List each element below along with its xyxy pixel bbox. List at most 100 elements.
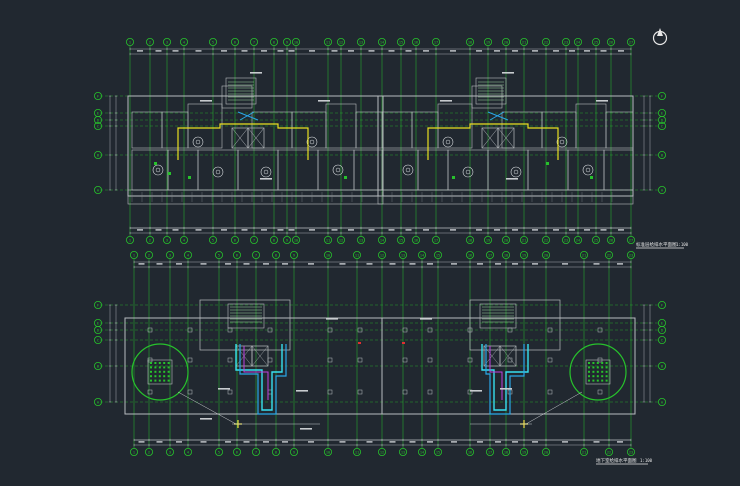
bot-dim-text — [138, 263, 145, 265]
table-fixture — [556, 136, 568, 148]
top-dim-text — [532, 229, 538, 231]
table-fixture — [510, 166, 522, 178]
bot-col-bubble-bottom-label: 14 — [420, 450, 424, 454]
bot-col-bubble-top-label: 9 — [293, 253, 295, 257]
top-col-bubble-bottom: 7 — [249, 235, 258, 244]
detail-tank-grid — [150, 379, 152, 382]
top-col-bubble-bottom: 25 — [592, 235, 601, 244]
top-dim-text — [309, 229, 315, 231]
top-dim-text — [600, 229, 607, 231]
top-col-bubble-bottom: 8 — [269, 235, 278, 244]
top-col-bubble-bottom-circle — [542, 235, 551, 244]
bot-dim-text — [156, 441, 163, 443]
top-col-bubble-bottom: 13 — [356, 235, 365, 244]
bot-col-bubble-top: 13 — [398, 250, 407, 259]
top-col-bubble-bottom-circle — [501, 235, 510, 244]
bot-col-bubble-top-label: 19 — [522, 253, 526, 257]
bot-col-bubble-bottom-label: 11 — [355, 450, 359, 454]
bot-col-bubble-bottom-label: 6 — [236, 450, 238, 454]
top-row-bubble-left-label: D — [97, 118, 99, 122]
annotation-text — [250, 72, 262, 74]
detail-tank-grid — [158, 370, 161, 373]
table-fixture-inner — [513, 169, 519, 175]
room-wall — [417, 149, 449, 191]
bot-col-bubble-bottom: 3 — [165, 447, 174, 456]
top-col-bubble-top: 16 — [411, 38, 420, 47]
bot-col-bubble-bottom: 16 — [465, 447, 474, 456]
table-fixture-inner — [263, 169, 269, 175]
top-col-bubble-top-label: 10 — [294, 40, 298, 44]
top-dim-text — [476, 50, 482, 52]
green-fixture-mark — [154, 162, 157, 165]
room-wall — [187, 103, 223, 149]
top-plan-title: 标准层给排水平面图 — [636, 241, 677, 248]
top-row-bubble-left-circle — [94, 185, 103, 194]
detail-tank-grid — [588, 366, 590, 369]
top-col-bubble-top: 24 — [574, 38, 583, 47]
top-col-bubble-bottom-circle — [574, 235, 583, 244]
bot-dim-text — [243, 441, 250, 443]
top-col-bubble-bottom-label: 27 — [629, 238, 633, 242]
top-dim-text — [584, 229, 590, 231]
top-col-bubble-bottom: 5 — [208, 235, 217, 244]
top-col-bubble-bottom-circle — [291, 235, 300, 244]
room-wall — [541, 111, 577, 149]
bot-col-bubble-top: 14 — [417, 250, 426, 259]
bot-col-bubble-top-circle — [183, 250, 192, 259]
bot-col-bubble-top-label: 4 — [187, 253, 189, 257]
top-col-bubble-top-circle — [162, 38, 171, 47]
top-col-bubble-bottom-label: 22 — [544, 238, 548, 242]
room-wall — [355, 111, 384, 149]
top-col-bubble-top-circle — [431, 38, 440, 47]
bot-col-bubble-bottom: 9 — [289, 447, 298, 456]
top-col-bubble-bottom-circle — [282, 235, 291, 244]
basement-elevator — [499, 345, 517, 367]
bot-col-bubble-bottom-label: 18 — [504, 450, 508, 454]
top-row-bubble-right-label: A — [661, 188, 664, 192]
elevator-cross — [481, 127, 499, 149]
bot-col-bubble-top: 2 — [144, 250, 153, 259]
basement-column — [187, 357, 193, 363]
bot-row-bubble-left-label: C — [97, 338, 99, 342]
top-col-bubble-top: 4 — [179, 38, 188, 47]
top-col-bubble-top-circle — [269, 38, 278, 47]
green-fixture-mark — [452, 176, 455, 179]
bot-col-bubble-bottom: 17 — [485, 447, 494, 456]
top-dim-text — [494, 229, 500, 231]
top-col-bubble-bottom-circle — [483, 235, 492, 244]
annotation-text — [296, 390, 308, 392]
bot-col-bubble-top-label: 23 — [629, 253, 633, 257]
bot-col-bubble-top-circle — [271, 250, 280, 259]
top-col-bubble-top: 25 — [592, 38, 601, 47]
basement-column — [327, 389, 333, 395]
bot-col-bubble-top-circle — [542, 250, 551, 259]
bot-col-bubble-top-circle — [352, 250, 361, 259]
bot-col-bubble-top-label: 3 — [169, 253, 171, 257]
annotation-text — [502, 72, 514, 74]
top-col-bubble-top: 26 — [607, 38, 616, 47]
bot-col-bubble-bottom: 15 — [433, 447, 442, 456]
detail-tank — [585, 359, 611, 385]
bot-col-bubble-top-circle — [580, 250, 589, 259]
basement-column — [267, 357, 273, 363]
detail-tank-grid — [605, 379, 608, 382]
top-col-bubble-top: 20 — [501, 38, 510, 47]
top-col-bubble-bottom-label: 23 — [564, 238, 568, 242]
bot-dim-text — [593, 441, 600, 443]
bot-col-bubble-top-label: 10 — [326, 253, 330, 257]
bot-dim-text — [451, 441, 457, 443]
bot-col-bubble-bottom-label: 3 — [169, 450, 171, 454]
top-col-bubble-top: 7 — [249, 38, 258, 47]
elevator-cross — [497, 127, 515, 149]
bot-col-bubble-bottom: 5 — [214, 447, 223, 456]
bot-dim-text — [562, 263, 568, 265]
top-col-bubble-bottom-label: 7 — [253, 238, 255, 242]
basement-column — [547, 389, 553, 395]
top-col-bubble-bottom-label: 11 — [326, 238, 330, 242]
top-col-bubble-top-label: 6 — [234, 40, 236, 44]
top-dim-text — [512, 50, 518, 52]
top-col-bubble-top: 10 — [291, 38, 300, 47]
bot-col-bubble-top-label: 17 — [488, 253, 492, 257]
top-col-bubble-bottom-label: 8 — [273, 238, 275, 242]
